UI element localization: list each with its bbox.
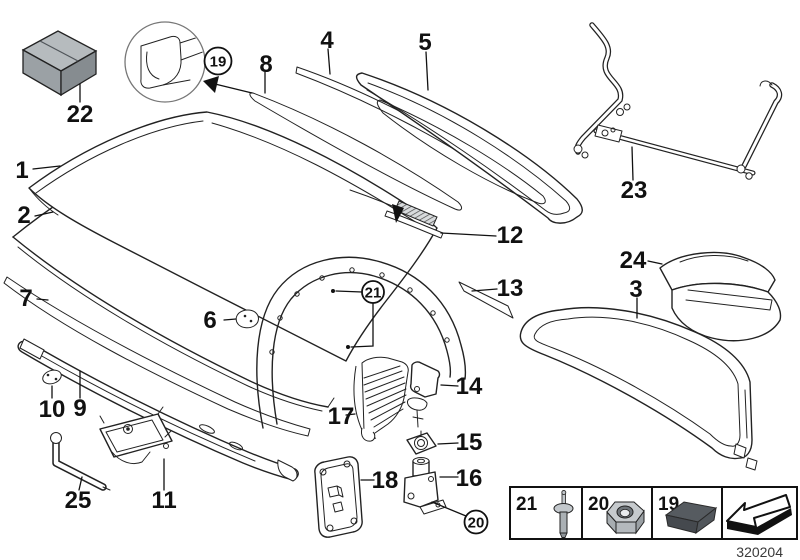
circled-callout-21-label: 21 xyxy=(365,285,382,302)
callout-13[interactable]: 13 xyxy=(497,275,524,302)
part-shelf-3 xyxy=(519,306,758,471)
circled-callout-20-label: 20 xyxy=(468,515,485,532)
part-arch-trim xyxy=(256,256,467,429)
rivet-point-marker xyxy=(346,345,350,349)
part-seal-strip-8 xyxy=(249,92,463,211)
callout-24[interactable]: 24 xyxy=(620,247,647,274)
placement-arrow-icon xyxy=(392,204,404,223)
part-cover-24 xyxy=(659,251,782,342)
legend-cell-rivet[interactable]: 21 xyxy=(516,490,574,538)
circled-callout-20[interactable]: 20 xyxy=(463,509,489,535)
detail-circle-19 xyxy=(124,21,253,103)
callout-10[interactable]: 10 xyxy=(39,396,66,423)
legend-cell-block[interactable]: 19 xyxy=(658,494,718,535)
leader-lines xyxy=(32,48,663,517)
callout-11[interactable]: 11 xyxy=(151,487,176,514)
part-plate-18 xyxy=(314,456,363,538)
callout-1[interactable]: 1 xyxy=(15,157,28,184)
callout-9[interactable]: 9 xyxy=(73,395,86,422)
callout-4[interactable]: 4 xyxy=(320,27,334,54)
blind-rivet-icon xyxy=(553,490,574,538)
legend-cell-nut[interactable]: 20 xyxy=(588,494,645,535)
part-window-seal-12 xyxy=(384,200,444,239)
callout-15[interactable]: 15 xyxy=(456,429,483,456)
callouts: 1 2 3 4 5 6 7 8 9 10 11 12 13 14 15 16 1… xyxy=(15,27,647,514)
part-socket-15 xyxy=(406,430,437,455)
rivet-point-marker xyxy=(331,289,335,293)
part-grille-17 xyxy=(353,356,409,442)
callout-5[interactable]: 5 xyxy=(418,29,431,56)
part-box-22 xyxy=(21,30,98,97)
callout-7[interactable]: 7 xyxy=(19,285,32,312)
detail-reference-line xyxy=(214,83,253,94)
fastener-legend: 21 20 19 xyxy=(509,486,798,540)
part-latch-16 xyxy=(403,457,447,515)
callout-14[interactable]: 14 xyxy=(456,373,483,400)
part-plate-14 xyxy=(407,361,441,428)
part-sill-rail xyxy=(17,338,299,482)
part-stand-23 xyxy=(573,22,783,180)
legend-cell-direction[interactable] xyxy=(726,494,792,535)
legend-label-20: 20 xyxy=(588,494,609,515)
part-rear-window xyxy=(355,72,583,224)
callout-12[interactable]: 12 xyxy=(497,222,524,249)
part-hardtop-roof xyxy=(28,111,438,362)
part-bracket-11 xyxy=(99,406,173,465)
part-allen-key xyxy=(50,432,111,491)
callout-3[interactable]: 3 xyxy=(629,276,642,303)
callout-22[interactable]: 22 xyxy=(67,101,94,128)
hex-nut-icon xyxy=(606,501,645,535)
callout-23[interactable]: 23 xyxy=(621,177,648,204)
part-cap xyxy=(42,369,62,385)
callout-17[interactable]: 17 xyxy=(328,403,355,430)
circled-callout-19[interactable]: 19 xyxy=(203,46,233,76)
circled-callout-19-label: 19 xyxy=(210,54,227,71)
rubber-block-icon xyxy=(664,501,718,535)
part-front-strip xyxy=(3,276,311,437)
legend-label-21: 21 xyxy=(516,494,538,515)
callout-8[interactable]: 8 xyxy=(259,51,272,78)
install-direction-arrow-icon xyxy=(726,494,792,535)
circled-callout-21[interactable]: 21 xyxy=(361,280,385,304)
drawing-number: 320204 xyxy=(736,544,783,560)
callout-6[interactable]: 6 xyxy=(203,307,216,334)
callout-25[interactable]: 25 xyxy=(65,487,92,514)
detail-arrow-icon xyxy=(203,76,219,93)
callout-16[interactable]: 16 xyxy=(456,465,483,492)
callout-2[interactable]: 2 xyxy=(17,202,30,229)
callout-18[interactable]: 18 xyxy=(372,467,399,494)
part-trim-pad-6 xyxy=(235,309,259,329)
